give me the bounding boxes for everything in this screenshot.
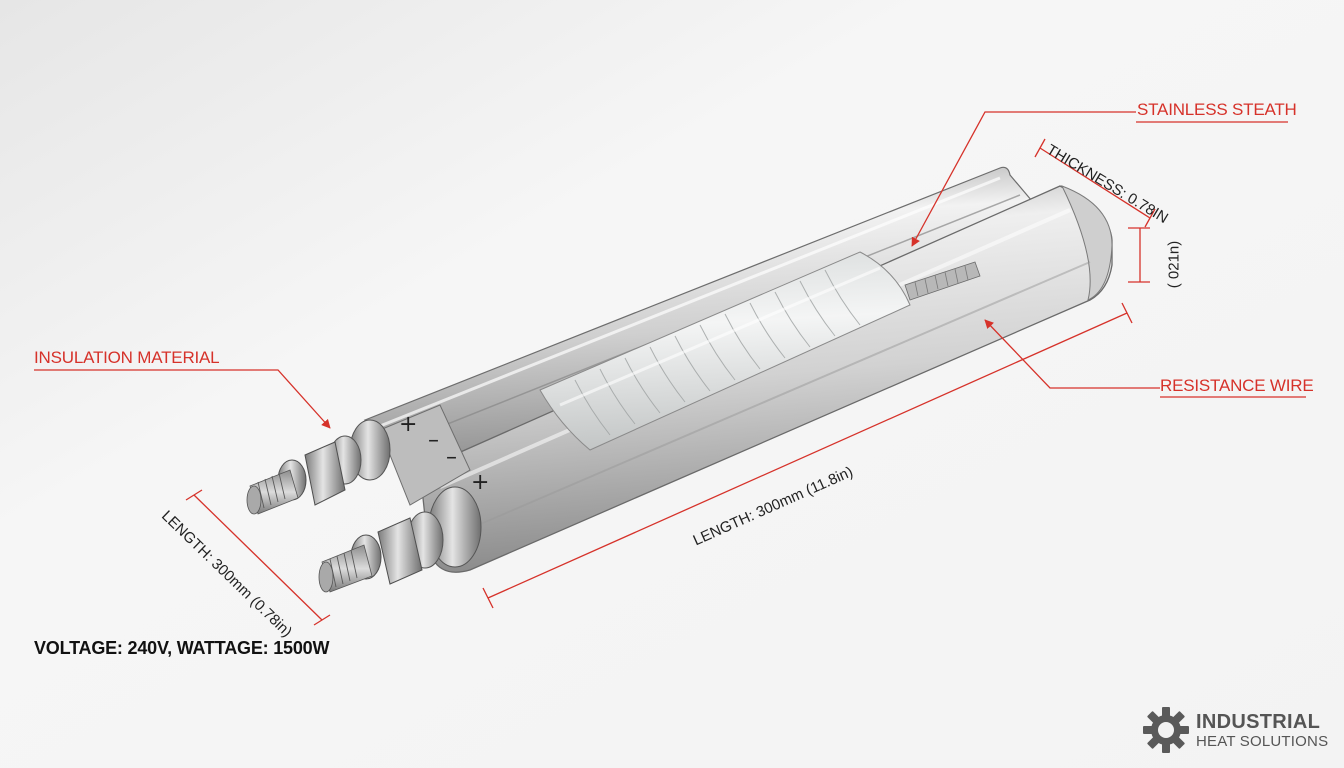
gear-icon <box>1143 707 1189 753</box>
brand-name-line1: INDUSTRIAL <box>1196 710 1321 733</box>
plus-mark-bottom: + <box>471 470 490 495</box>
voltage-wattage-spec: VOLTAGE: 240V, WATTAGE: 1500W <box>34 638 330 658</box>
thickness-line <box>1039 147 1151 219</box>
minus-mark-top: – <box>428 428 439 453</box>
cutaway-section <box>539 251 981 451</box>
side-dimension: ( 021n) <box>1165 240 1183 289</box>
plus-mark-top: + <box>399 412 418 437</box>
brand-logo: INDUSTRIAL HEAT SOLUTIONS <box>1142 706 1328 754</box>
terminal-plate <box>379 404 471 506</box>
lower-terminal <box>318 486 482 593</box>
length-side-line <box>193 494 323 621</box>
insulation-leader <box>222 369 331 429</box>
length-main-line <box>487 312 1128 599</box>
resistance-leader <box>984 319 1160 389</box>
brand-name-line2: HEAT SOLUTIONS <box>1196 732 1329 750</box>
minus-mark-mid: – <box>446 445 457 470</box>
upper-terminal <box>246 419 391 515</box>
stainless-leader <box>911 111 1136 247</box>
leader-lines <box>34 111 1306 626</box>
stainless-sheath-label: STAINLESS STEATH <box>1137 100 1297 119</box>
resistance-wire-label: RESISTANCE WIRE <box>1160 376 1314 395</box>
insulation-material-label: INSULATION MATERIAL <box>34 348 220 367</box>
